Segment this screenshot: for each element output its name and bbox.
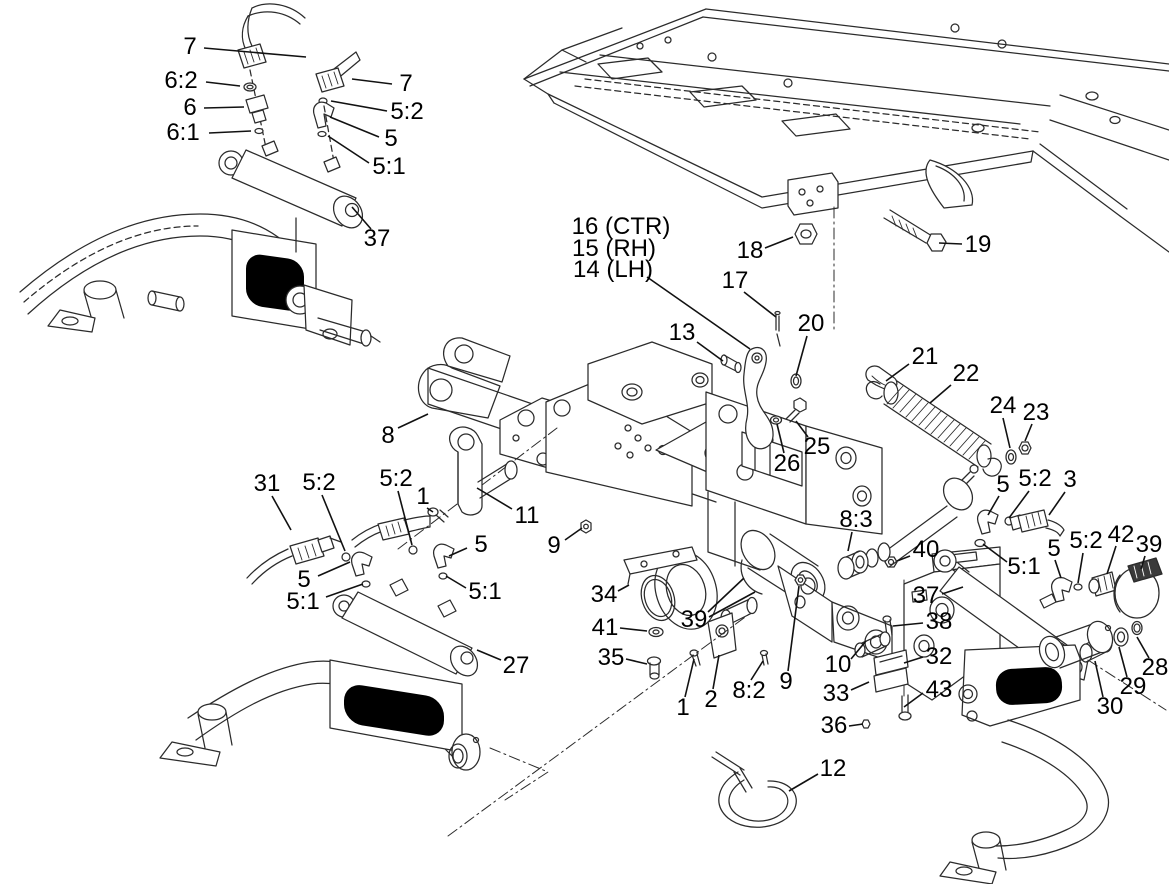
- leader-5-2-top: [330, 100, 388, 112]
- pivot-pin-group: [427, 426, 592, 534]
- leader-38: [892, 622, 924, 627]
- leader-28: [1136, 636, 1150, 659]
- leader-8-3: [847, 531, 853, 552]
- leader-5-1-top: [327, 135, 370, 164]
- leader-5-2-right: [1077, 552, 1084, 584]
- leader-5-1-left-b: [445, 575, 467, 589]
- leader-5-top: [329, 116, 380, 138]
- leader-22: [929, 384, 952, 404]
- leader-31: [271, 495, 292, 531]
- leader-41: [619, 627, 648, 632]
- leader-26: [776, 423, 785, 454]
- leader-32: [903, 656, 924, 664]
- leader-8-2: [750, 660, 764, 681]
- leader-10: [850, 640, 867, 660]
- leader-5-1-right-a: [982, 543, 1008, 563]
- leader-5-2-mid: [1008, 490, 1030, 519]
- leader-29: [1118, 646, 1128, 678]
- chassis-frame: [523, 8, 1169, 334]
- leader-1-center: [684, 658, 695, 698]
- leader-42: [1106, 545, 1117, 575]
- leader-35: [625, 658, 648, 665]
- leader-14-lh: [646, 276, 751, 350]
- lift-cylinder-lower-left: [246, 515, 479, 677]
- leader-39-center-1: [708, 591, 756, 618]
- leader-12: [788, 773, 819, 792]
- leader-37-right: [941, 586, 964, 595]
- leader-20: [795, 335, 808, 377]
- leader-30: [1094, 660, 1104, 698]
- leader-9-left: [564, 527, 583, 541]
- leader-1-left: [426, 507, 434, 513]
- leader-43: [903, 692, 924, 708]
- leader-5-2-left-b: [397, 490, 413, 546]
- leader-6-1: [208, 130, 252, 134]
- lift-cylinder-top-left: [218, 3, 364, 229]
- leader-25: [795, 420, 809, 438]
- leader-2: [712, 654, 720, 690]
- lift-arm-lower-right: [939, 620, 1167, 884]
- leader-36: [848, 723, 864, 727]
- leader-33: [850, 681, 870, 691]
- leader-5-2-left-a: [321, 494, 346, 552]
- leader-6: [203, 106, 245, 109]
- leader-13: [696, 341, 724, 362]
- leader-3: [1048, 491, 1066, 516]
- leader-17: [743, 291, 777, 318]
- lift-arm-lower-left: [159, 659, 549, 801]
- leader-5-1-left-a: [325, 583, 364, 598]
- leader-24: [1002, 417, 1011, 449]
- leader-8: [397, 413, 429, 429]
- leader-21: [885, 363, 910, 382]
- leader-18: [764, 236, 794, 249]
- hydraulic-fittings-right: [974, 509, 1065, 548]
- hairpin-cotter: [711, 751, 797, 828]
- caster-pivot-assembly: [447, 529, 893, 837]
- lift-arm-upper-left: [19, 213, 381, 347]
- leader-37-top: [351, 206, 372, 230]
- leader-11: [476, 487, 513, 510]
- leader-9-center: [787, 585, 800, 672]
- leader-39-right: [1140, 555, 1146, 570]
- leader-27: [476, 649, 502, 661]
- leader-34: [617, 584, 630, 592]
- leader-5-mid-right: [987, 495, 1000, 516]
- leader-40: [896, 555, 911, 562]
- spring-and-tie-rod: [837, 365, 1032, 580]
- leader-5-left-a: [317, 561, 351, 577]
- leader-23: [1024, 423, 1033, 442]
- leader-7-top-right: [351, 78, 393, 85]
- leader-5-right: [1054, 559, 1062, 579]
- leader-39-center: [707, 577, 745, 613]
- main-beam-assembly: [397, 310, 883, 571]
- leader-19: [938, 242, 963, 245]
- leader-7-top-left: [203, 47, 307, 58]
- leader-5-left-b: [448, 547, 468, 557]
- leader-6-2: [205, 81, 241, 87]
